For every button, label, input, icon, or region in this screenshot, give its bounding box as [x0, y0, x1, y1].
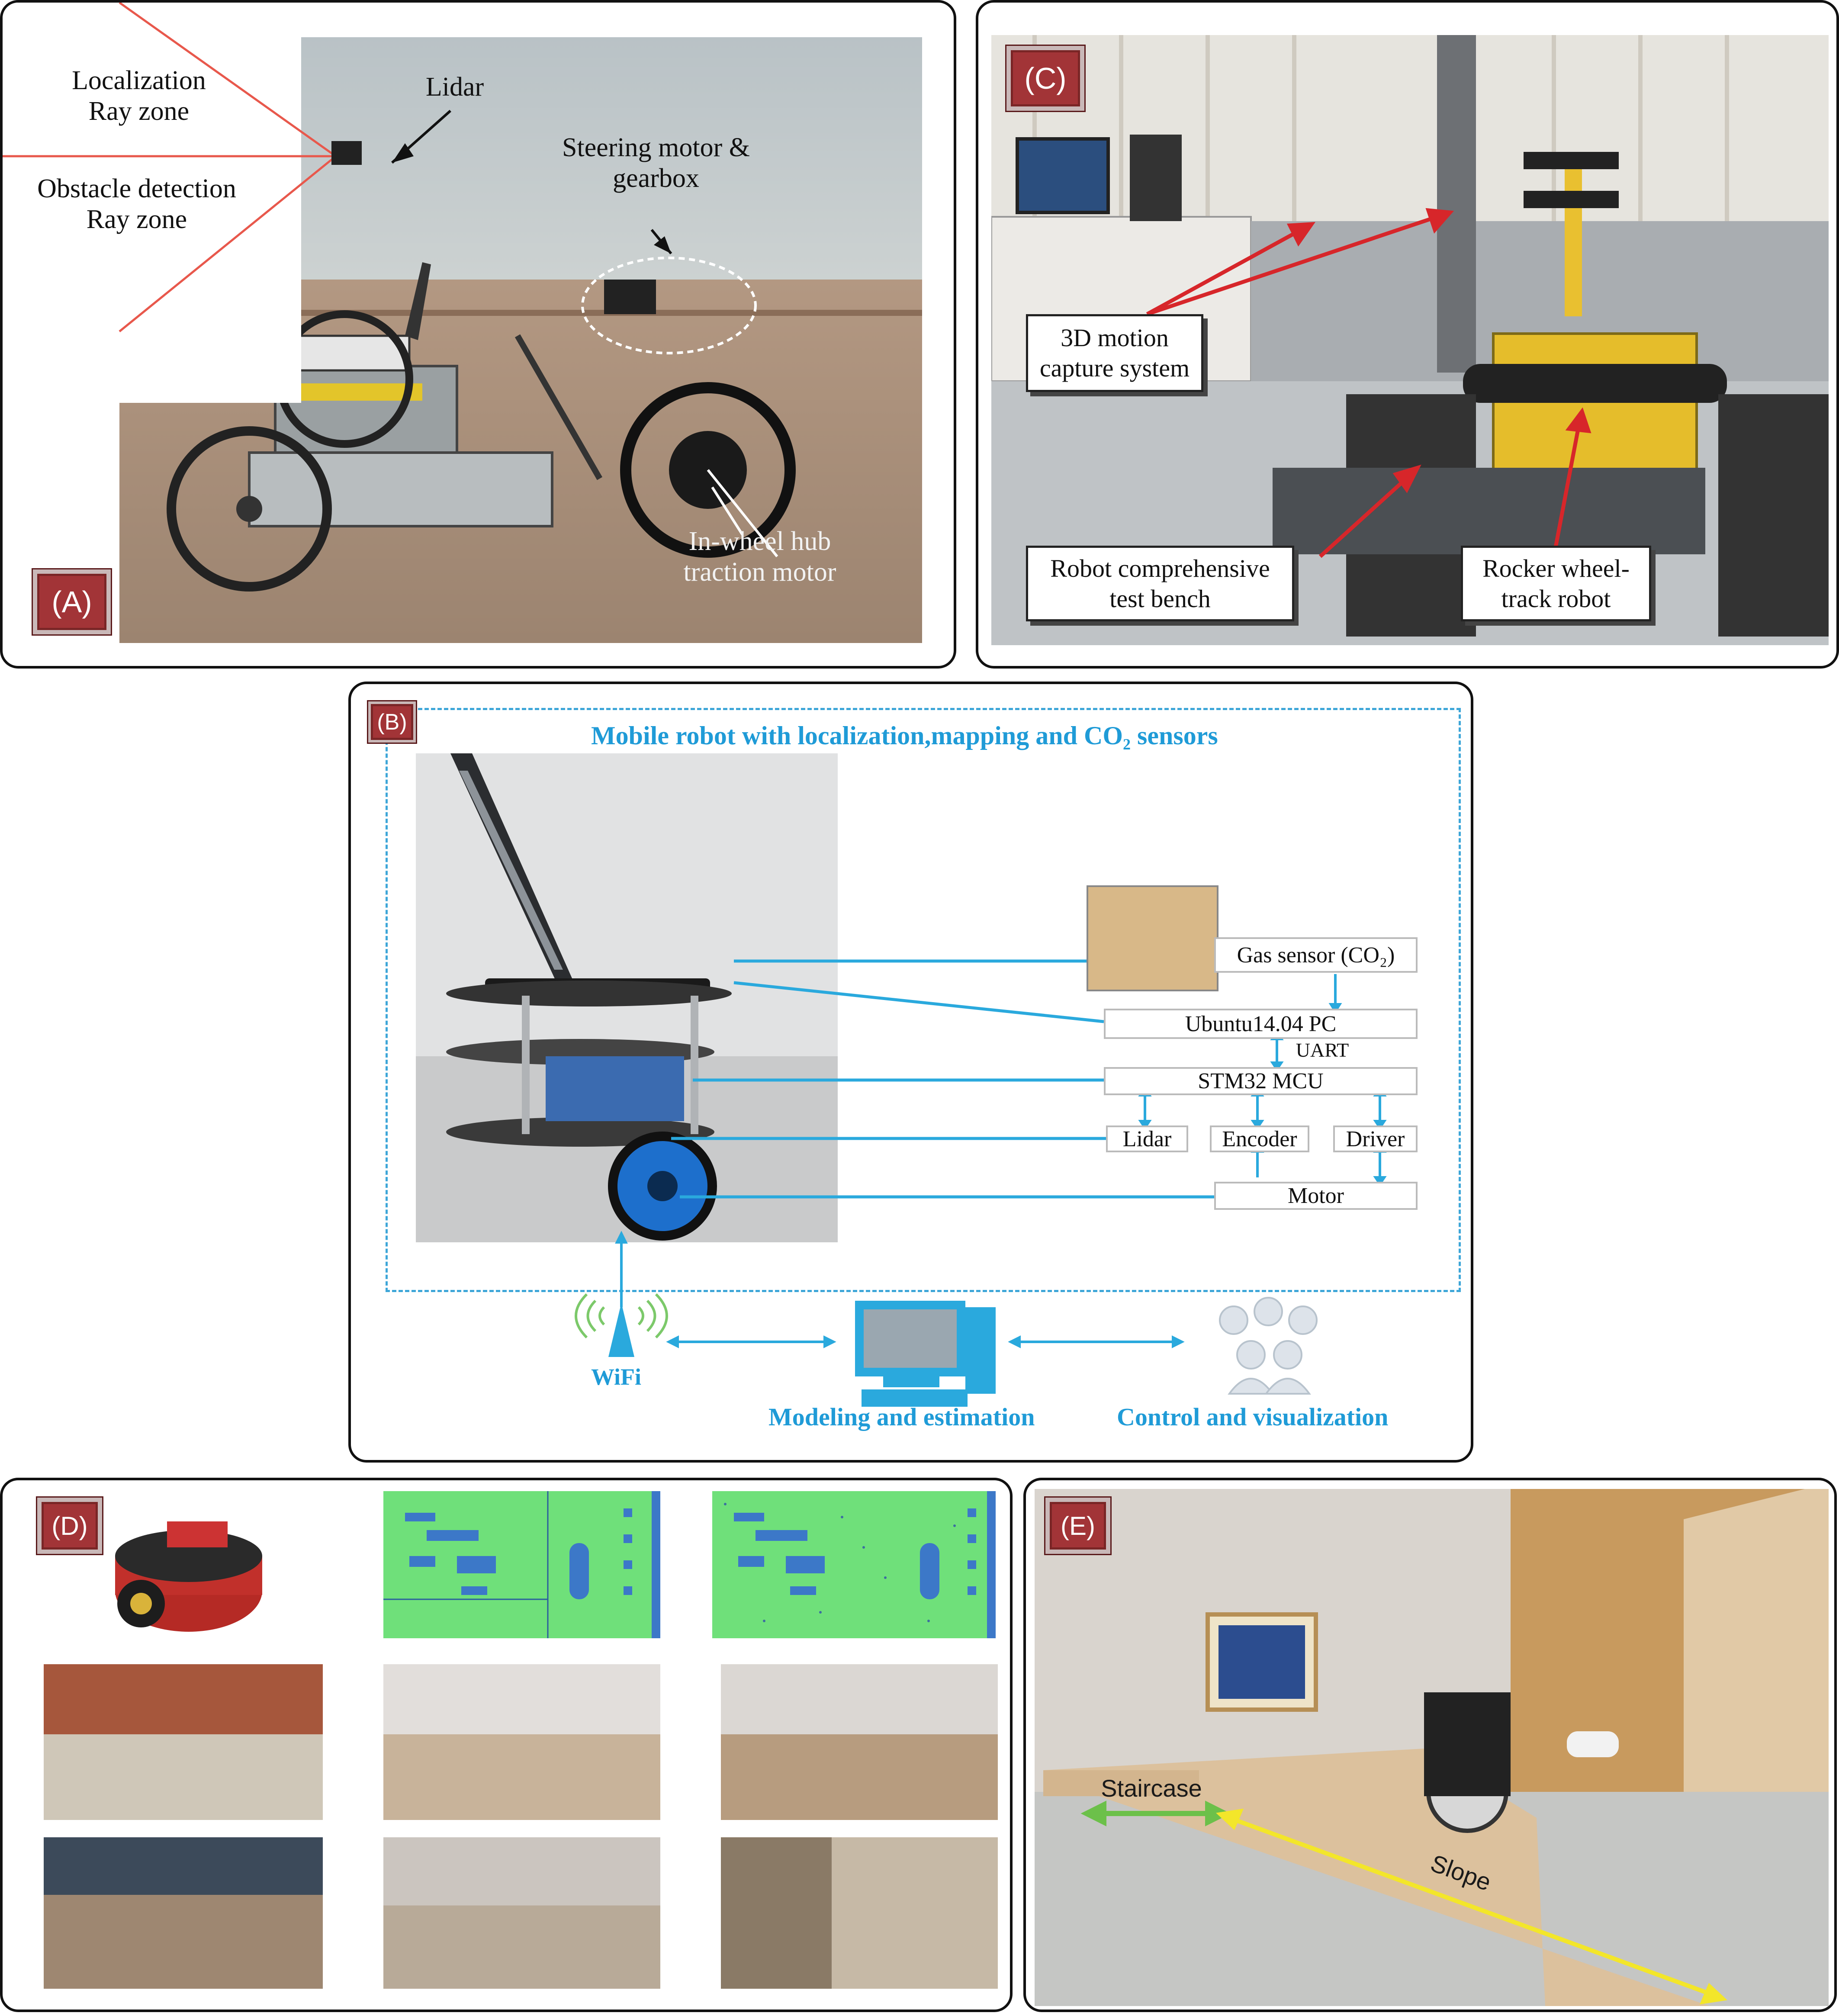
rocker-robot-callout: Rocker wheel- track robot	[1461, 546, 1651, 621]
wifi-icon	[575, 1293, 668, 1339]
obstacle-label: Obstacle detection Ray zone	[37, 174, 236, 235]
badge-a: (A)	[33, 569, 111, 634]
panel-e: Staircase Slope (E)	[1023, 1478, 1837, 2012]
people-icon	[1219, 1297, 1318, 1395]
panel-d: (D)	[0, 1478, 1013, 2012]
panel-b-connectors	[575, 959, 1387, 1407]
mcu-block: STM32 MCU	[1104, 1067, 1418, 1095]
lidar-block: Lidar	[1106, 1125, 1188, 1152]
panel-c-photo	[991, 35, 1829, 645]
badge-b: (B)	[368, 701, 416, 743]
steering-label: Steering motor & gearbox	[562, 133, 750, 193]
panel-c-arrows	[1146, 208, 1591, 558]
panel-b-title: Mobile robot with localization,mapping a…	[591, 721, 1218, 750]
motor-block: Motor	[1214, 1182, 1418, 1210]
scene-photo-6	[721, 1837, 998, 1989]
uart-label: UART	[1296, 1039, 1349, 1061]
robot-photo	[416, 753, 838, 1242]
scene-photo-2	[383, 1664, 660, 1820]
encoder-block: Encoder	[1210, 1125, 1309, 1152]
scene-photo-1	[44, 1664, 323, 1820]
scene-photo-3	[721, 1664, 998, 1820]
wifi-label: WiFi	[591, 1364, 642, 1390]
panel-a-inset	[3, 3, 301, 403]
panel-a: Localization Ray zone Lidar Obstacle det…	[0, 0, 956, 669]
lidar-label: Lidar	[425, 72, 484, 102]
driver-block: Driver	[1333, 1125, 1418, 1152]
control-label: Control and visualization	[1117, 1403, 1389, 1431]
badge-e: (E)	[1045, 1498, 1110, 1554]
localization-label: Localization Ray zone	[72, 66, 206, 126]
scene-photo-4	[44, 1837, 323, 1989]
robot-frame	[386, 708, 1461, 1292]
gas-sensor-block: Gas sensor (CO₂)	[1214, 937, 1418, 973]
map-1	[383, 1491, 660, 1638]
badge-c: (C)	[1006, 46, 1084, 111]
mocap-callout: 3D motion capture system	[1026, 314, 1203, 392]
modeling-label: Modeling and estimation	[768, 1403, 1035, 1431]
computer-icon	[855, 1301, 996, 1407]
pc-block: Ubuntu14.04 PC	[1104, 1009, 1418, 1039]
panel-e-arrows	[1080, 1801, 1727, 2005]
map-2	[712, 1491, 996, 1638]
panel-e-photo	[1035, 1489, 1829, 2006]
pioneer-robot-photo	[102, 1504, 275, 1638]
panel-a-rays	[3, 3, 744, 536]
hub-motor-label: In-wheel hub traction motor	[683, 527, 836, 587]
test-bench-callout: Robot comprehensive test bench	[1026, 546, 1294, 621]
panel-c: 3D motion capture system Robot comprehen…	[976, 0, 1839, 669]
badge-d: (D)	[37, 1498, 102, 1554]
panel-b: Mobile robot with localization,mapping a…	[348, 682, 1473, 1463]
staircase-label: Staircase	[1101, 1775, 1202, 1802]
scene-photo-5	[383, 1837, 660, 1989]
